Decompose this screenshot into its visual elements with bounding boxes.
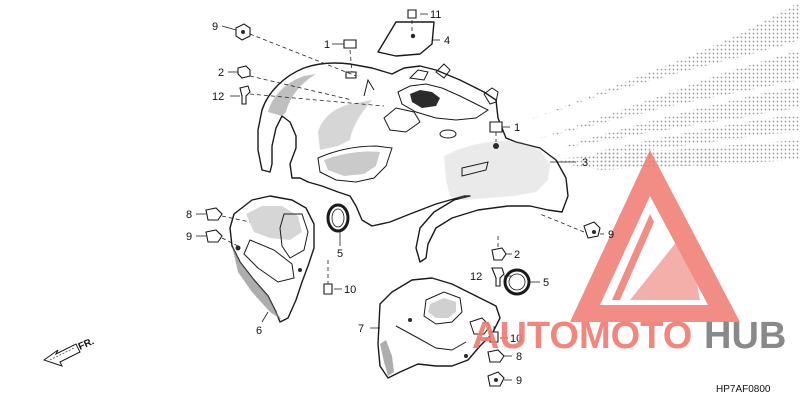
- assembly-lines: [221, 20, 585, 332]
- callout-10-left: 10: [344, 284, 356, 296]
- callout-8-left: 8: [186, 209, 192, 221]
- panel-cover: [377, 21, 435, 57]
- bolt-8-right: [487, 349, 505, 363]
- nut-2-right: [491, 247, 507, 261]
- callout-10-right: 10: [510, 333, 522, 345]
- screw-10-right: [489, 331, 499, 343]
- watermark-triangle: [570, 150, 740, 322]
- grommet-ring-left: [326, 203, 350, 233]
- automotohub-wordmark: AUTOMOTO HUB: [472, 315, 786, 357]
- bolt-12-top: [239, 85, 251, 105]
- grommet-1-top: [343, 39, 357, 79]
- honda-wing-logo: [528, 2, 800, 170]
- callout-8-right: 8: [516, 351, 522, 363]
- callout-6: 6: [256, 325, 262, 337]
- bolt-9-top: [235, 23, 251, 41]
- callout-3: 3: [582, 157, 588, 169]
- callout-9-left: 9: [186, 231, 192, 243]
- callout-1-right: 1: [514, 122, 520, 134]
- callout-5-left: 5: [337, 248, 343, 260]
- callout-11: 11: [430, 9, 441, 21]
- callout-12-right: 12: [470, 271, 482, 283]
- inner-fender-left: [229, 195, 315, 323]
- callout-12-top: 12: [212, 91, 224, 103]
- nut-2-top: [237, 65, 251, 79]
- callout-1-top: 1: [324, 39, 330, 51]
- bolt-9-left: [205, 229, 223, 243]
- screw-10-left: [323, 283, 333, 295]
- grommet-ring-right: [503, 268, 531, 296]
- callout-9-top: 9: [212, 21, 218, 33]
- grommet-1-right: [489, 121, 503, 149]
- bolt-9-right: [583, 221, 601, 239]
- callout-4: 4: [444, 35, 450, 47]
- diagram-code: HP7AF0800: [716, 384, 771, 395]
- watermark-brand-red: AUTOMOTO: [472, 315, 692, 357]
- watermark-brand-grey: HUB: [704, 315, 786, 357]
- bolt-12-right: [491, 267, 505, 287]
- callout-9-right: 9: [608, 229, 614, 241]
- callout-7: 7: [358, 323, 364, 335]
- callout-5-right: 5: [543, 277, 549, 289]
- bolt-9-bottom: [487, 371, 505, 387]
- honda-wordmark: [600, 150, 720, 166]
- callout-2-right: 2: [514, 249, 520, 261]
- front-direction-marker: FR.: [42, 336, 96, 367]
- screw-11: [407, 9, 417, 19]
- front-fender: [257, 62, 569, 263]
- callout-9-bottom: 9: [516, 375, 522, 387]
- callout-2-top: 2: [218, 67, 224, 79]
- leader-lines: [196, 13, 604, 381]
- inner-fender-right: [377, 277, 501, 379]
- front-direction-label: FR.: [77, 336, 96, 353]
- bolt-8-left: [205, 207, 223, 221]
